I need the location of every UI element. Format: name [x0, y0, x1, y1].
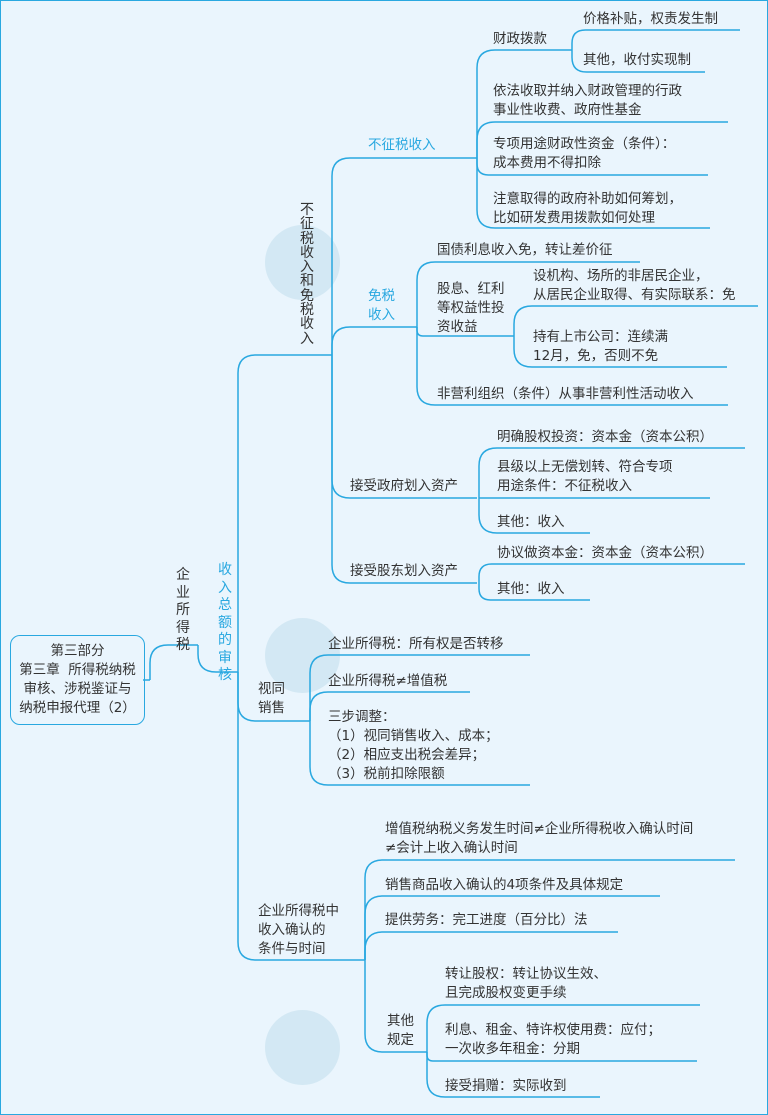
connector-line	[331, 326, 417, 355]
node-bond-interest: 国债利息收入免，转让差价征	[437, 242, 613, 258]
node-listed-company: 持有上市公司：连续满 12月，免，否则不免	[533, 329, 668, 364]
watermark-logo-icon	[265, 225, 340, 300]
node-sh-other: 其他：收入	[497, 581, 565, 597]
node-goods-sales: 销售商品收入确认的4项条件及具体规定	[385, 877, 624, 893]
node-services: 提供劳务：完工进度（百分比）法	[385, 912, 588, 928]
connector-line	[149, 644, 198, 680]
connector-line	[416, 261, 640, 327]
connector-line	[364, 859, 735, 960]
node-gov-assets: 接受政府划入资产	[350, 478, 458, 494]
node-enterprise-income-tax: 企业所得税	[176, 567, 190, 653]
node-admin-fees: 依法收取并纳入财政管理的行政 事业性收费、政府性基金	[493, 83, 682, 118]
connector-line	[309, 654, 530, 721]
node-gov-transfer: 县级以上无偿划转、符合专项 用途条件：不征税收入	[497, 459, 673, 494]
node-dividends: 股息、红利 等权益性投 资收益	[437, 281, 505, 335]
connector-line	[426, 1004, 700, 1052]
node-donations: 接受捐赠：实际收到	[445, 1078, 567, 1094]
connector-line	[478, 447, 745, 498]
connector-line	[309, 691, 470, 721]
connector-line	[426, 1052, 600, 1098]
connector-line	[364, 960, 427, 1053]
connector-line	[476, 49, 572, 158]
node-price-subsidy: 价格补贴，权责发生制	[583, 11, 718, 27]
node-equity-transfer: 转让股权：转让协议生效、 且完成股权变更手续	[445, 966, 607, 1001]
watermark-logo-icon	[265, 1010, 340, 1085]
node-special-funds: 专项用途财政性资金（条件）： 成本费用不得扣除	[493, 136, 676, 171]
node-subsidy-note: 注意取得的政府补助如何筹划， 比如研发费用拨款如何处理	[493, 191, 682, 226]
node-other-rules: 其他 规定	[387, 1013, 414, 1048]
connector-line	[331, 355, 477, 584]
root-label: 第三部分 第三章 所得税纳税 审核、涉税鉴证与 纳税申报代理（2）	[19, 643, 136, 716]
node-other-cash-basis: 其他，收付实现制	[583, 52, 691, 68]
node-deemed-sales: 视同 销售	[258, 681, 285, 716]
connector-line	[309, 721, 530, 786]
node-cit-vs-vat: 企业所得税≠增值税	[328, 673, 448, 689]
node-nontax-and-exempt: 不征税收入和免税收入	[300, 202, 314, 347]
connector-line	[478, 563, 745, 583]
node-sh-capital: 协议做资本金：资本金（资本公积）	[497, 545, 713, 561]
connector-line	[364, 931, 618, 960]
node-nonresident: 设机构、场所的非居民企业， 从居民企业取得、有实际联系：免	[533, 268, 736, 303]
node-three-step: 三步调整： （1）视同销售收入、成本； （2）相应支出税会差异； （3）税前扣除…	[328, 709, 499, 782]
node-ownership-transfer: 企业所得税：所有权是否转移	[328, 636, 504, 652]
connector-line	[571, 50, 705, 73]
connector-line	[364, 895, 660, 960]
connector-line	[478, 498, 590, 534]
connector-line	[476, 158, 710, 229]
node-shareholder-assets: 接受股东划入资产	[350, 563, 458, 579]
node-nontaxable-income: 不征税收入	[368, 137, 436, 153]
connector-line	[513, 305, 758, 336]
node-exempt-income: 免税 收入	[368, 288, 395, 323]
node-gov-other: 其他：收入	[497, 514, 565, 530]
connector-line	[478, 583, 590, 601]
connector-line	[331, 157, 477, 355]
node-fiscal-appropriation: 财政拨款	[493, 31, 547, 47]
connector-line	[237, 672, 365, 961]
node-interest-rent: 利息、租金、特许权使用费：应付； 一次收多年租金：分期	[445, 1022, 661, 1057]
connector-line	[571, 29, 740, 50]
node-gov-equity: 明确股权投资：资本金（资本公积）	[497, 429, 713, 445]
connector-line	[416, 327, 728, 406]
node-nonprofit: 非营利组织（条件）从事非营利性活动收入	[437, 386, 694, 402]
root-node: 第三部分 第三章 所得税纳税 审核、涉税鉴证与 纳税申报代理（2）	[10, 635, 145, 725]
connector-line	[197, 645, 238, 673]
connector-line	[237, 354, 332, 672]
node-total-income-review: 收入总额的审核	[218, 562, 232, 683]
node-timing-difference: 增值税纳税义务发生时间≠企业所得税收入确认时间 ≠会计上收入确认时间	[385, 821, 694, 856]
connector-line	[476, 121, 728, 158]
node-income-recognition: 企业所得税中 收入确认的 条件与时间	[258, 903, 339, 957]
connector-line	[513, 336, 727, 368]
